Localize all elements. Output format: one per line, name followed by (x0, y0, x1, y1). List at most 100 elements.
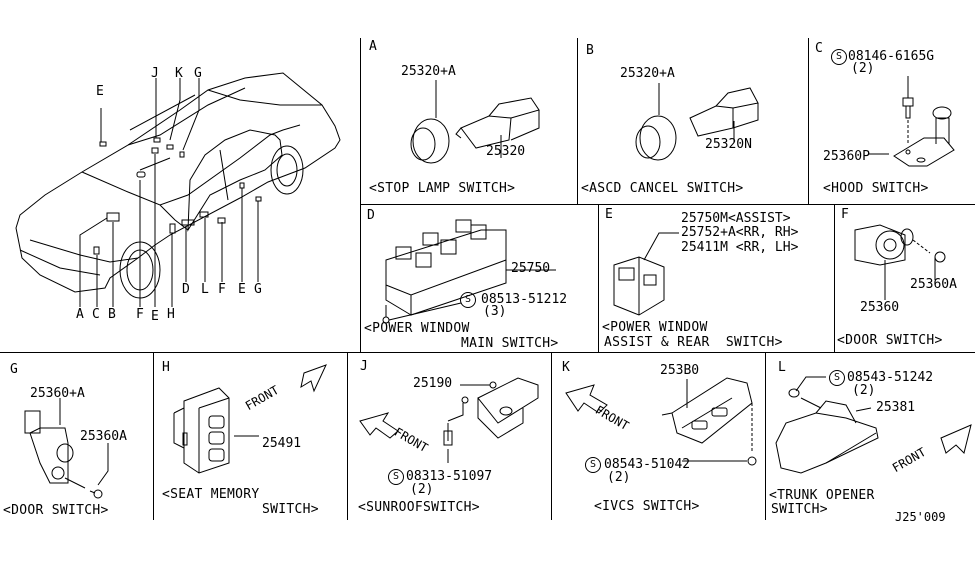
seat-memory-switch-drawing (173, 364, 327, 474)
panel-caption: <IVCS SWITCH> (594, 499, 700, 514)
part-number: 08313-51097 (406, 469, 493, 484)
location-label-g: G (194, 66, 202, 81)
part-quantity: (2) (607, 470, 631, 485)
grid-divider (598, 204, 599, 352)
location-label-f2: F (218, 282, 226, 297)
part-number: 25320+A (620, 66, 675, 81)
location-label-f: F (136, 307, 144, 322)
grid-divider (765, 352, 766, 520)
panel-letter: C (815, 41, 823, 56)
panel-letter: G (10, 362, 18, 377)
grid-divider (808, 38, 809, 204)
panel-caption: <HOOD SWITCH> (823, 181, 929, 196)
grid-divider (347, 352, 348, 520)
location-label-c: C (92, 307, 100, 322)
location-label-a: A (76, 307, 84, 322)
location-label-k: K (175, 66, 183, 81)
part-number: 253B0 (660, 363, 700, 378)
grid-divider (0, 352, 975, 353)
panel-letter: H (162, 360, 170, 375)
part-number: 25320N (705, 137, 752, 152)
screw-symbol-icon: S (388, 469, 404, 485)
part-number: 08146-6165G (848, 49, 935, 64)
screw-symbol-icon: S (585, 457, 601, 473)
hood-switch-drawing (869, 76, 955, 167)
panel-letter: D (367, 208, 375, 223)
grid-divider (834, 204, 835, 352)
panel-letter: J (360, 359, 368, 374)
panel-caption-line1: <TRUNK OPENER (769, 488, 875, 503)
panel-letter: F (841, 207, 849, 222)
location-label-l: L (201, 282, 209, 297)
car-outline (15, 72, 341, 307)
panel-caption-line2: SWITCH> (262, 502, 319, 517)
panel-letter: L (778, 360, 786, 375)
screw-symbol-icon: S (460, 292, 476, 308)
stop-lamp-switch-drawing (410, 80, 540, 164)
part-number: 25190 (413, 376, 453, 391)
part-number: 25750 (511, 261, 551, 276)
panel-letter: E (605, 207, 613, 222)
part-number: 25360 (860, 300, 900, 315)
panel-a-stop-lamp-switch: A 25320+A 25320 <STOP LAMP SWITCH> (361, 38, 577, 204)
panel-k-ivcs-switch: K 253B0 FRONT S 08543-51042 (2) <IVCS SW… (552, 353, 765, 520)
panel-caption: <ASCD CANCEL SWITCH> (581, 181, 744, 196)
part-quantity: (2) (852, 383, 876, 398)
assist-rear-switch-drawing (613, 232, 679, 316)
part-quantity: (2) (410, 482, 434, 497)
panel-d-power-window-main-switch: D 25750 S 08513-51212 (3) <POWER WINDOW … (361, 205, 598, 352)
power-window-main-switch-drawing (382, 219, 556, 324)
grid-divider (360, 204, 975, 205)
panel-caption-line1: <SEAT MEMORY (162, 487, 260, 502)
panel-j-sunroof-switch: J 25190 FRONT S 08313-51097 (2) <SUNROOF… (348, 353, 551, 520)
location-label-g2: G (254, 282, 262, 297)
door-switch-g-drawing (24, 398, 109, 499)
part-number: 25411M <RR, LH> (681, 240, 799, 255)
ascd-cancel-switch-drawing (635, 83, 759, 161)
part-number: 25320 (486, 144, 526, 159)
panel-caption: <SUNROOFSWITCH> (358, 500, 480, 515)
part-number: 25360+A (30, 386, 85, 401)
panel-caption: <DOOR SWITCH> (3, 503, 109, 518)
door-switch-f-drawing (854, 224, 946, 300)
panel-caption: <DOOR SWITCH> (837, 333, 943, 348)
location-label-e: E (96, 84, 104, 99)
part-number: 25381 (876, 400, 916, 415)
panel-b-ascd-cancel-switch: B 25320+A 25320N <ASCD CANCEL SWITCH> (578, 38, 808, 204)
panel-caption-line1: <POWER WINDOW (364, 321, 470, 336)
screw-symbol-icon: S (829, 370, 845, 386)
part-quantity: (3) (483, 304, 507, 319)
screw-symbol-icon: S (831, 49, 847, 65)
part-number: 25360A (910, 277, 957, 292)
part-number: 25750M<ASSIST> (681, 211, 791, 226)
grid-divider (360, 38, 361, 352)
panel-letter: B (586, 43, 594, 58)
panel-letter: A (369, 39, 377, 54)
panel-h-seat-memory-switch: H 25491 FRONT <SEAT MEMORY SWITCH> (154, 353, 347, 520)
panel-letter: K (562, 360, 570, 375)
panel-caption-line2: ASSIST & REAR SWITCH> (604, 335, 783, 350)
grid-divider (551, 352, 552, 520)
panel-f-door-switch: F 25360A 25360 <DOOR SWITCH> (835, 205, 975, 352)
part-number: 25491 (262, 436, 302, 451)
part-number: 08543-51042 (604, 457, 691, 472)
trunk-opener-switch-drawing (775, 376, 972, 474)
part-number: 08513-51212 (481, 292, 568, 307)
location-label-e3: E (238, 282, 246, 297)
diagram-code: J25'009 (895, 510, 946, 524)
grid-divider (153, 352, 154, 520)
sunroof-switch-drawing (359, 377, 539, 463)
panel-e-power-window-assist-rear-switch: E 25750M<ASSIST> 25752+A<RR, RH> 25411M … (599, 205, 834, 352)
part-number: 25360A (80, 429, 127, 444)
panel-caption-line2: MAIN SWITCH> (461, 336, 559, 351)
location-label-b: B (108, 307, 116, 322)
panel-c-hood-switch: C S 08146-6165G (2) 25360P <HOOD SWITCH> (809, 38, 975, 204)
part-number: 25752+A<RR, RH> (681, 225, 799, 240)
panel-g-door-switch: G 25360+A 25360A <DOOR SWITCH> (0, 353, 153, 520)
location-label-j: J (151, 66, 159, 81)
panel-l-trunk-opener-switch: L S 08543-51242 (2) 25381 FRONT <TRUNK O… (766, 353, 975, 520)
panel-caption-line2: SWITCH> (771, 502, 828, 517)
grid-divider (577, 38, 578, 204)
part-number: 08543-51242 (847, 370, 934, 385)
panel-caption: <STOP LAMP SWITCH> (369, 181, 516, 196)
